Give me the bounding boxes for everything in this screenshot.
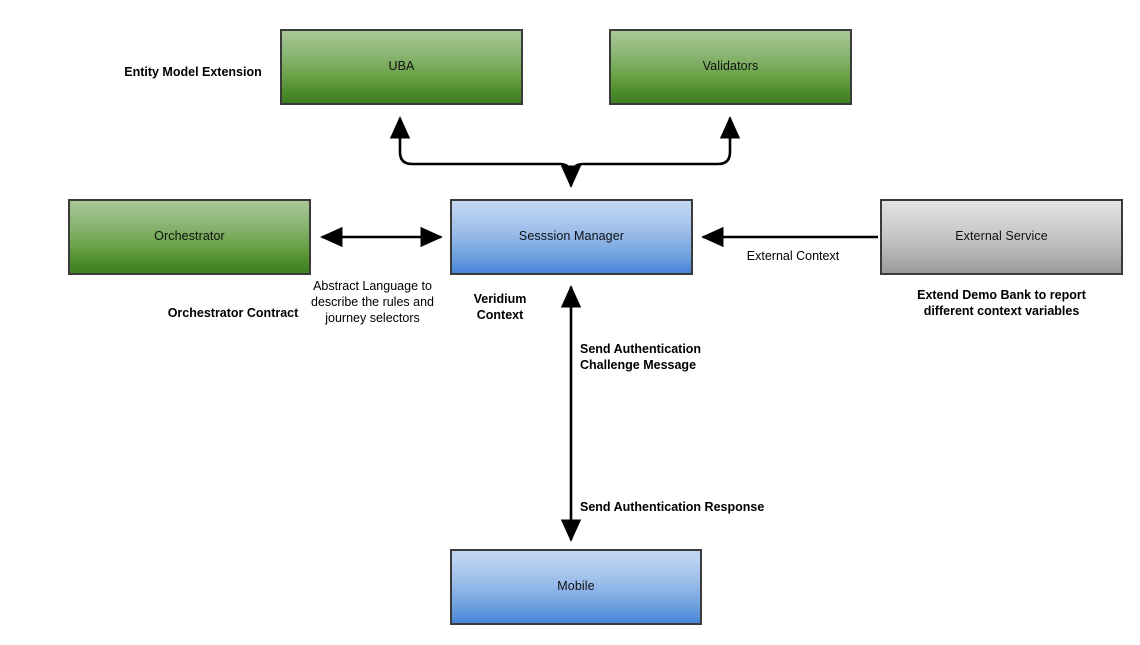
annotation-extend-demo-bank: Extend Demo Bank to report different con… — [917, 288, 1086, 318]
node-session-manager[interactable]: Sesssion Manager — [450, 199, 693, 275]
node-validators[interactable]: Validators — [609, 29, 852, 105]
edge-branch-junction-to-session-manager — [559, 162, 584, 188]
annotation-entity-model-extension: Entity Model Extension — [124, 65, 262, 79]
edge-branch-to-uba — [389, 116, 560, 166]
node-orchestrator[interactable]: Orchestrator — [68, 199, 311, 275]
annotation-abstract-language: Abstract Language to describe the rules … — [311, 279, 434, 325]
node-uba[interactable]: UBA — [280, 29, 523, 105]
edge-branch-to-validators — [583, 116, 741, 166]
annotation-send-auth-challenge: Send Authentication Challenge Message — [580, 342, 702, 372]
node-external-service-label: External Service — [955, 229, 1048, 244]
annotation-orchestrator-contract: Orchestrator Contract — [167, 306, 299, 320]
node-mobile-label: Mobile — [557, 579, 595, 594]
node-uba-label: UBA — [388, 59, 415, 74]
node-validators-label: Validators — [702, 59, 759, 74]
node-mobile[interactable]: Mobile — [450, 549, 702, 625]
node-orchestrator-label: Orchestrator — [154, 229, 225, 244]
annotation-send-auth-response: Send Authentication Response — [580, 500, 765, 514]
annotation-veridium-context: Veridium Context — [473, 292, 527, 322]
annotation-external-context: External Context — [746, 249, 840, 263]
node-session-manager-label: Sesssion Manager — [518, 229, 625, 244]
node-external-service[interactable]: External Service — [880, 199, 1123, 275]
